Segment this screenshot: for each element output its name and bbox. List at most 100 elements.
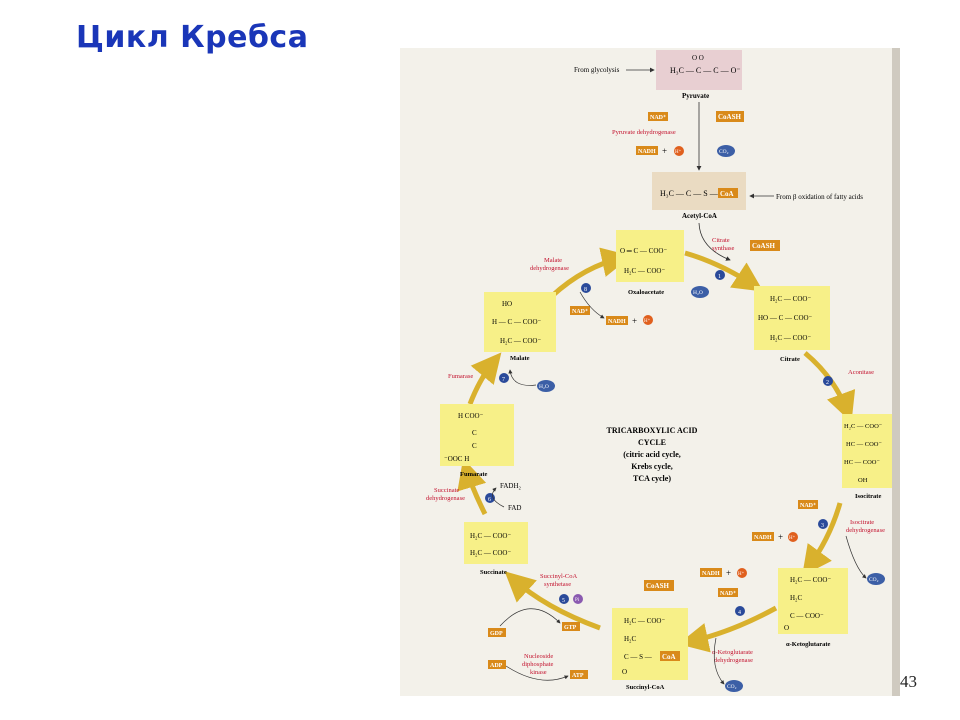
isocitrate-formula-3: HC — COO⁻ xyxy=(844,459,881,466)
step-6-number: 6 xyxy=(488,497,491,503)
coash-pyruvate: CoASH xyxy=(718,113,742,121)
fumarate-formula-1: H COO⁻ xyxy=(458,412,484,420)
nadh-step3: NADH xyxy=(754,535,772,541)
nucleoside-kinase-label-1: Nucleoside xyxy=(524,653,553,660)
h-plus-step8: H⁺ xyxy=(644,318,651,324)
succinate-dh-label-2: dehydrogenase xyxy=(426,495,465,502)
fad-label: FAD xyxy=(508,504,521,512)
h-plus-pyruvate: H⁺ xyxy=(675,149,682,155)
cycle-title-line-3: (citric acid cycle, xyxy=(623,450,681,459)
h2o-step1: H₂O xyxy=(693,290,703,296)
cycle-title: TRICARBOXYLIC ACID CYCLE (citric acid cy… xyxy=(607,426,698,483)
alpha-ketoglutarate-label: α-Ketoglutarate xyxy=(786,641,831,648)
nadh-step8-tag xyxy=(606,316,628,325)
fumarate-label: Fumarate xyxy=(460,471,488,478)
plus-step3: + xyxy=(778,532,783,542)
succinyl-coa-label: Succinyl-CoA xyxy=(626,684,665,691)
oxaloacetate-label: Oxaloacetate xyxy=(628,289,664,296)
isocitrate-box xyxy=(842,414,892,488)
isocitrate-formula-2: HC — COO⁻ xyxy=(846,441,883,448)
cycle-title-line-2: CYCLE xyxy=(638,438,666,447)
akg-dh-label-1: α-Ketoglutarate xyxy=(712,649,753,656)
slide-title: Цикл Кребса xyxy=(76,20,309,55)
succinyl-coa-formula-2: H₂C xyxy=(624,635,636,643)
atp-label: ATP xyxy=(572,673,584,679)
cycle-arrow-fumarate-malate xyxy=(467,352,502,405)
isocitrate-dh-label-1: Isocitrate xyxy=(850,519,874,526)
succinyl-coa-box xyxy=(612,608,688,680)
succinyl-coa-synthetase-label-2: synthetase xyxy=(544,581,571,588)
gdp-tag xyxy=(488,628,506,637)
coash-step4-tag xyxy=(644,580,674,591)
akg-formula-4: O xyxy=(784,624,789,632)
adp-atp-arrow xyxy=(505,665,569,681)
pyruvate-label: Pyruvate xyxy=(682,92,709,100)
cycle-arrow-oxaloacetate-citrate xyxy=(684,250,764,292)
alpha-ketoglutarate-box xyxy=(778,568,848,634)
malate-label: Malate xyxy=(510,355,530,362)
h-plus-step3-icon xyxy=(788,532,798,542)
malate-formula-3: H₂C — COO⁻ xyxy=(500,337,541,345)
h-plus-pyruvate-icon xyxy=(674,146,684,156)
acetyl-coa-label: Acetyl-CoA xyxy=(682,212,717,220)
succinate-box xyxy=(464,522,528,564)
co2-pyruvate-icon xyxy=(717,145,735,157)
akg-dh-label-2: dehydrogenase xyxy=(714,657,753,664)
succinate-dh-label-1: Succinate xyxy=(434,487,459,494)
succinate-formula-2: H₂C — COO⁻ xyxy=(470,549,511,557)
malate-dh-label-2: dehydrogenase xyxy=(530,265,569,272)
pi-label: Pi xyxy=(575,598,580,603)
aconitase-label: Aconitase xyxy=(848,369,874,376)
gdp-gtp-arrow xyxy=(499,608,561,627)
nad-step8: NAD⁺ xyxy=(572,308,588,315)
succinyl-coa-formula-1: H₂C — COO⁻ xyxy=(624,617,665,625)
nad-step4: NAD⁺ xyxy=(720,590,736,597)
akg-formula-3: C — COO⁻ xyxy=(790,612,824,620)
coash-step1: CoASH xyxy=(752,242,776,250)
malate-formula-2: H — C — COO⁻ xyxy=(492,318,542,326)
h2o-step7-arrow xyxy=(508,369,537,386)
step-7-badge xyxy=(499,373,509,383)
coash-step4: CoASH xyxy=(646,582,670,590)
h-plus-step4-icon xyxy=(737,568,747,578)
succinyl-coa-formula-3: C — S — xyxy=(624,653,653,661)
cycle-title-line-4: Krebs cycle, xyxy=(631,462,673,471)
citrate-synthase-label-2: synthase xyxy=(712,245,735,252)
step-5-badge xyxy=(559,594,569,604)
citrate-formula-2: HO — C — COO⁻ xyxy=(758,314,813,322)
cycle-title-line-5: TCA cycle) xyxy=(633,474,671,483)
nadh-pyruvate: NADH xyxy=(638,149,656,155)
co2-step3: CO₂ xyxy=(869,577,879,583)
nucleoside-kinase-label-3: kinase xyxy=(530,669,547,676)
citrate-box xyxy=(754,286,830,350)
co2-step3-arrow xyxy=(845,535,867,579)
acetyl-coa-coa: CoA xyxy=(720,190,734,198)
step-3-number: 3 xyxy=(821,523,824,529)
citrate-formula-1: H₂C — COO⁻ xyxy=(770,295,811,303)
nad-step8-tag xyxy=(570,306,590,315)
fadh2-label: FADH₂ xyxy=(500,482,522,490)
gdp-label: GDP xyxy=(490,631,503,637)
succinyl-coa-synthetase-label-1: Succinyl-CoA xyxy=(540,573,577,580)
coash-pyruvate-tag xyxy=(716,111,744,122)
cycle-title-line-1: TRICARBOXYLIC ACID xyxy=(607,426,698,435)
acetyl-coa-tag xyxy=(718,188,738,198)
step-2-number: 2 xyxy=(826,380,829,386)
akg-formula-2: H₂C xyxy=(790,594,802,602)
succinyl-coa-coa: CoA xyxy=(662,653,676,661)
cycle-arrow-isocitrate-akg xyxy=(802,502,843,577)
malate-formula-1: HO xyxy=(502,300,512,308)
h2o-step7-icon xyxy=(537,380,555,392)
krebs-cycle-diagram: H₃C — C — C — O⁻ O O Pyruvate From glyco… xyxy=(400,48,900,696)
nad-pyruvate: NAD⁺ xyxy=(650,114,666,121)
nad-step4-tag xyxy=(718,588,738,597)
pyruvate-oxygens: O O xyxy=(692,54,704,62)
oxaloacetate-formula-2: H₂C — COO⁻ xyxy=(624,267,665,275)
citrate-formula-3: H₂C — COO⁻ xyxy=(770,334,811,342)
pyruvate-formula: H₃C — C — C — O⁻ xyxy=(670,66,741,75)
succinyl-coa-formula-4: O xyxy=(622,668,627,676)
step-8-number: 8 xyxy=(584,287,587,293)
step-8-badge xyxy=(581,283,591,293)
step-4-number: 4 xyxy=(738,610,741,616)
nad-step3: NAD⁺ xyxy=(800,502,816,509)
